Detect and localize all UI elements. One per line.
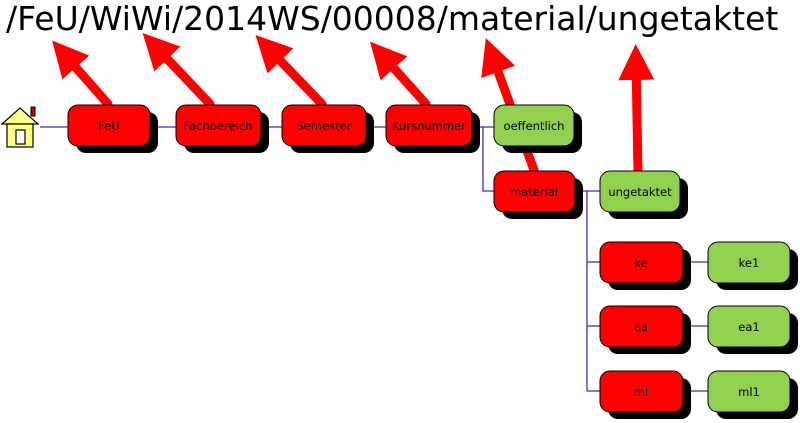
arrow-kursnummer [369,41,431,109]
folder-label: oeffentlich [504,119,565,133]
arrow-feu [52,40,113,109]
folder-label: ml [634,385,648,399]
arrow-ungetaktet [618,44,655,177]
folder-label: ea1 [738,320,759,334]
folder-material: material [493,170,583,219]
folder-label: ungetaktet [608,185,672,199]
folder-kursnummer: Kursnummer [385,104,480,153]
folder-oeffentlich: oeffentlich [493,104,582,153]
folder-semester: Semester [281,104,374,153]
folder-label: Fachbereich [184,119,253,133]
folder-label: ke1 [739,256,760,270]
folder-label: Kursnummer [392,119,466,133]
folder-label: FeU [98,119,119,133]
folder-label: material [510,185,558,199]
folder-ea1: ea1 [707,305,798,354]
folder-feu: FeU [67,104,158,153]
folder-fachbereich: Fachbereich [175,104,269,153]
folder-ea: ea [599,305,691,354]
arrow-fachbereich [142,32,215,109]
folder-ke1: ke1 [707,241,798,290]
arrow-semester [255,35,327,109]
folder-ml1: ml1 [707,370,798,419]
house-icon [0,106,40,148]
folder-ke: ke [599,241,691,290]
folder-label: ke [634,256,647,270]
folder-label: ea [634,320,648,334]
folder-ungetaktet: ungetaktet [599,170,688,219]
folder-label: ml1 [738,385,760,399]
folder-ml: ml [599,370,691,419]
folder-label: Semester [297,119,352,133]
path-title: /FeU/WiWi/2014WS/00008/material/ungetakt… [6,0,778,38]
